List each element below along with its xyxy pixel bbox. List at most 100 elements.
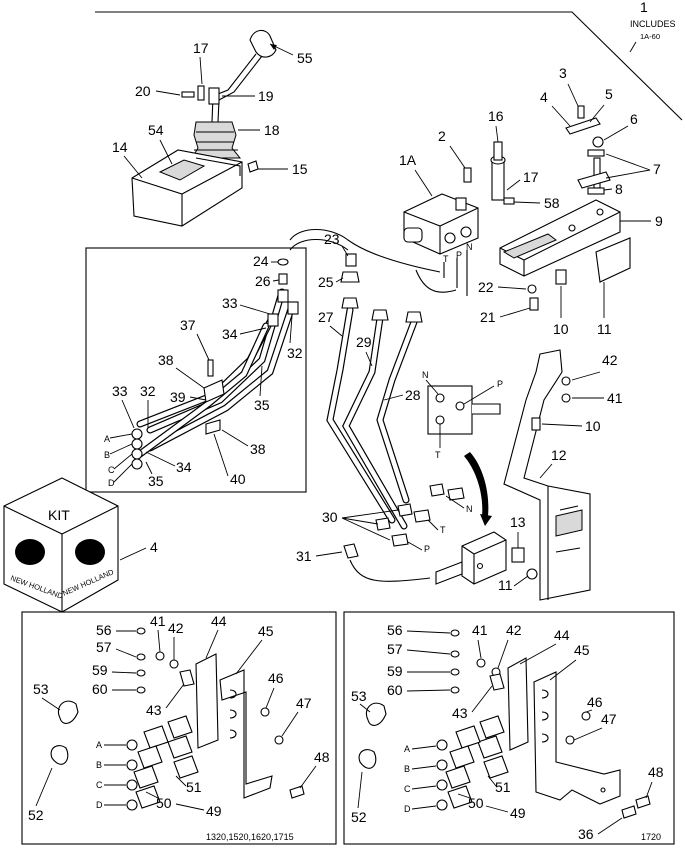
callout-32-top: 32 <box>287 345 303 361</box>
R-leader-45 <box>549 659 577 681</box>
callout-30: 30 <box>322 509 338 525</box>
callout-58: 58 <box>544 195 560 211</box>
port-N-block: N <box>422 370 429 380</box>
port-T-valve: T <box>443 254 449 264</box>
R-callout-53: 53 <box>351 688 367 704</box>
L-leader-57 <box>115 648 137 658</box>
leader-1A <box>414 169 433 197</box>
callout-2: 2 <box>438 128 446 144</box>
L-callout-56: 56 <box>96 622 112 638</box>
callout-33-top: 33 <box>222 295 238 311</box>
R-callout-45: 45 <box>574 642 590 658</box>
leader-7b <box>605 169 651 179</box>
port-leaders-inset <box>109 433 133 483</box>
leader-14 <box>123 155 143 179</box>
callout-8: 8 <box>615 181 623 197</box>
R-leader-46 <box>585 709 593 713</box>
new-holland-logo-left <box>15 539 45 565</box>
leader-20 <box>155 90 181 96</box>
L-port-A: A <box>96 740 102 750</box>
bolt-21 <box>529 297 539 311</box>
callout-32-low: 32 <box>140 383 156 399</box>
new-holland-logo-right <box>75 539 105 565</box>
nut-41 <box>561 393 571 403</box>
L-callout-42: 42 <box>168 620 184 636</box>
shift-lever <box>208 29 277 123</box>
R-callout-49: 49 <box>510 805 526 821</box>
leader-port-P <box>463 385 495 405</box>
R-callout-51: 51 <box>495 779 511 795</box>
callout-11-plate: 11 <box>597 321 612 337</box>
R-callout-57: 57 <box>387 641 403 657</box>
R-callout-36: 36 <box>578 826 594 842</box>
leader-28 <box>383 394 404 401</box>
port-N-valve: N <box>466 242 473 252</box>
mount-plate-9 <box>499 199 621 277</box>
port-D-inset: D <box>108 478 115 488</box>
L-leader-46 <box>265 687 275 709</box>
inset-right <box>343 611 675 845</box>
leader-16 <box>495 125 499 143</box>
callout-10-plate: 10 <box>553 321 569 337</box>
callout-13: 13 <box>510 514 526 530</box>
L-callout-45: 45 <box>258 623 274 639</box>
L-callout-53: 53 <box>33 681 49 697</box>
callout-1: 1 <box>640 0 648 15</box>
R-port-A: A <box>404 744 410 754</box>
leader-37 <box>196 333 210 361</box>
L-leader-41 <box>157 629 161 653</box>
R-callout-56: 56 <box>387 622 403 638</box>
callout-27: 27 <box>318 309 334 325</box>
callout-7: 7 <box>653 161 661 177</box>
callout-28: 28 <box>405 387 421 403</box>
leader-31 <box>315 551 343 557</box>
leader-35-upper <box>259 365 263 397</box>
leader-3 <box>567 83 579 107</box>
callout-10-bracket: 10 <box>585 418 601 434</box>
callout-41-bracket: 41 <box>607 390 623 406</box>
leader-17-lever <box>199 56 203 85</box>
includes-label: INCLUDES <box>630 19 676 29</box>
pin-17 <box>197 85 205 101</box>
port-P-valve: P <box>456 250 462 260</box>
callout-34-top: 34 <box>222 326 238 342</box>
L-callout-43: 43 <box>146 702 162 718</box>
port-block-top <box>427 385 501 435</box>
fitting-13 <box>511 547 525 563</box>
callout-18: 18 <box>264 122 280 138</box>
leader-12 <box>539 463 553 479</box>
kit-label: KIT <box>48 507 70 523</box>
R-leader-43 <box>471 685 493 713</box>
R-leader-57 <box>406 649 451 655</box>
valve-port-lines <box>443 250 468 296</box>
inset-right-parts <box>358 629 651 819</box>
L-leader-50 <box>145 791 159 799</box>
plug-11 <box>526 568 538 580</box>
L-leader-52 <box>35 767 53 807</box>
L-callout-47: 47 <box>296 695 312 711</box>
R-callout-41: 41 <box>472 622 488 638</box>
includes-range: 1A-60 <box>640 32 660 41</box>
R-callout-47: 47 <box>601 711 617 727</box>
fitting-31 <box>343 543 359 559</box>
inset-hoses <box>131 258 299 470</box>
callout-6: 6 <box>630 111 638 127</box>
R-port-D: D <box>404 804 411 814</box>
callout-54: 54 <box>148 122 164 138</box>
R-leader-49 <box>485 805 509 813</box>
L-callout-49: 49 <box>206 803 222 819</box>
leader-33-top <box>239 304 271 315</box>
callout-4-link: 4 <box>540 89 548 105</box>
leader-2 <box>449 145 466 169</box>
leader-54 <box>159 139 173 165</box>
leader-27 <box>329 325 343 337</box>
callout-38-lower: 38 <box>250 441 266 457</box>
L-leader-45 <box>235 639 263 675</box>
R-leader-44 <box>519 643 557 665</box>
callout-40: 40 <box>230 471 246 487</box>
assembly-outline <box>95 11 683 121</box>
L-port-B: B <box>96 760 102 770</box>
port-A-inset: A <box>104 434 110 444</box>
pin-58 <box>503 197 515 205</box>
callout-34-low: 34 <box>176 459 192 475</box>
